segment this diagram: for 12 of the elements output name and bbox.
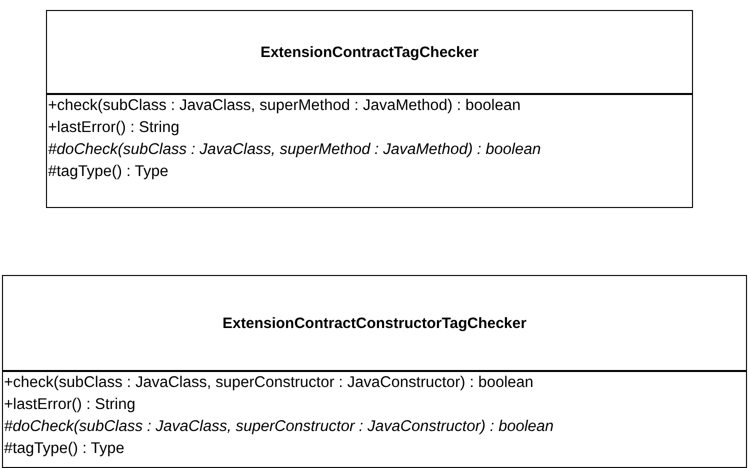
method-signature: #tagType() : Type	[48, 162, 168, 182]
class-name: ExtensionContractTagChecker	[260, 44, 479, 60]
class-box	[2, 275, 747, 468]
method-signature: +lastError() : String	[4, 395, 136, 415]
method-signature: #tagType() : Type	[4, 439, 124, 459]
method-signature: #doCheck(subClass : JavaClass, superMethod : JavaMethod) : boolean	[48, 140, 541, 160]
method-signature: +check(subClass : JavaClass, superMethod : JavaMethod) : boolean	[48, 96, 521, 116]
method-signature: #doCheck(subClass : JavaClass, superConstructor : JavaConstructor) : boolean	[4, 417, 554, 437]
method-signature: +lastError() : String	[48, 118, 180, 138]
class-box	[46, 10, 693, 208]
class-name: ExtensionContractConstructorTagChecker	[222, 314, 526, 332]
method-signature: +check(subClass : JavaClass, superConstructor : JavaConstructor) : boolean	[4, 373, 534, 393]
